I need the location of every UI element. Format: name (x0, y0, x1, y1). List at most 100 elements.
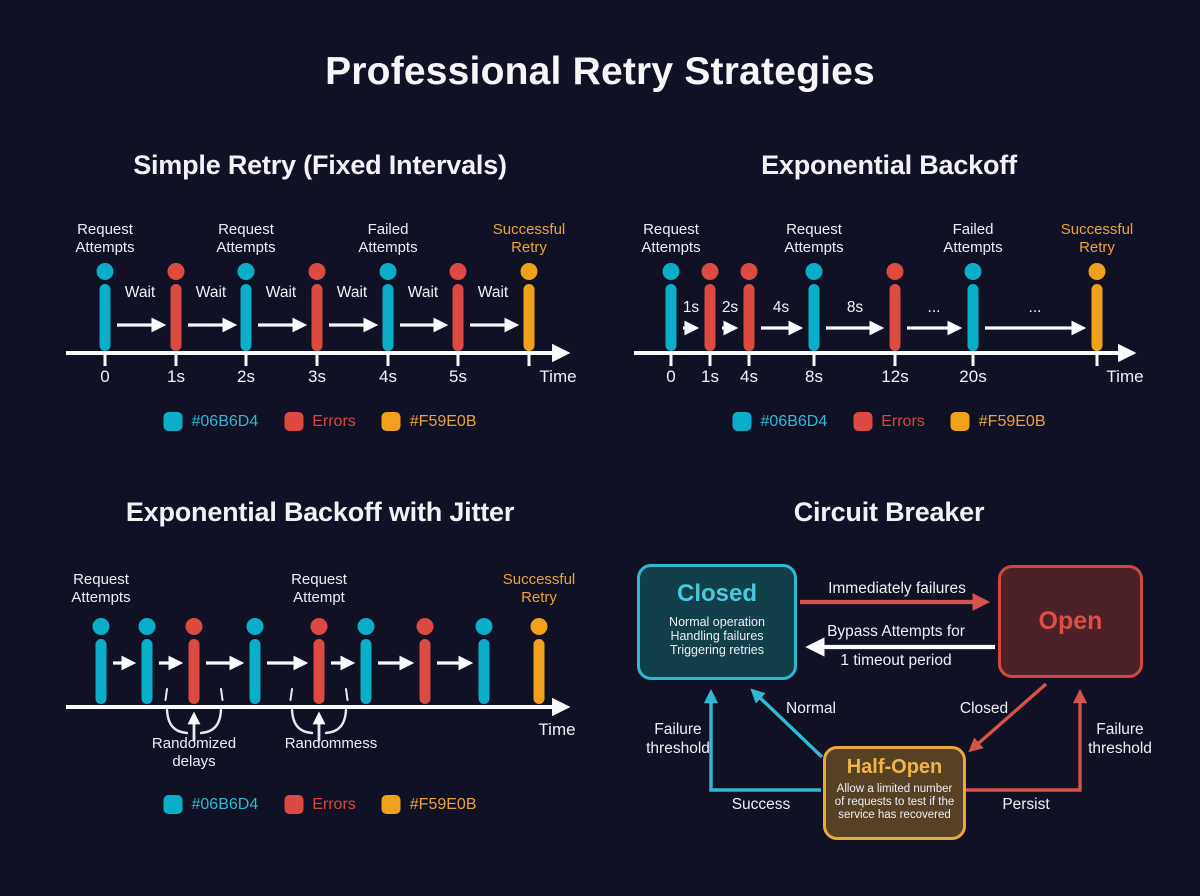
legend-label: #F59E0B (978, 412, 1046, 430)
group-label-line: Request (786, 221, 842, 238)
backoff-axis (634, 343, 1137, 366)
attempt-bar-cyan (237, 263, 255, 351)
failure-threshold-label-left: Failure threshold (646, 721, 710, 758)
wait-label: Wait (336, 284, 368, 301)
attempt-stick (240, 284, 252, 351)
attempt-dot (805, 263, 823, 280)
attempt-bar-cyan (138, 618, 156, 704)
group-label-line: Successful (502, 571, 576, 588)
attempt-bar-red (886, 263, 904, 351)
group-label-successful-retry: Successful Retry (493, 221, 566, 256)
legend-item-retry: #F59E0B (381, 795, 477, 814)
retry-color-swatch (950, 412, 970, 431)
group-label-successful-retry: Successful Retry (1061, 221, 1134, 256)
normal-transition-label: Normal (786, 700, 836, 717)
section-title-circuit-breaker: Circuit Breaker (793, 497, 985, 527)
legend-label: #06B6D4 (191, 412, 259, 430)
attempt-dot (740, 263, 758, 280)
open-state-title: Open (1038, 607, 1103, 635)
attempt-bar-cyan (379, 263, 397, 351)
group-label: Request Attempt (291, 571, 347, 606)
attempt-stick (533, 639, 545, 704)
legend-item-errors: Errors (853, 412, 925, 431)
attempt-dot (416, 618, 434, 635)
wait-label: ... (1028, 299, 1042, 316)
attempt-dot (530, 618, 548, 635)
attempt-dot (357, 618, 375, 635)
attempt-bar-cyan (662, 263, 680, 351)
attempts-color-swatch (732, 412, 752, 431)
legend-item-retry: #F59E0B (950, 412, 1046, 431)
attempt-stick (170, 284, 182, 351)
attempt-dot (138, 618, 156, 635)
group-label-line: Attempts (216, 238, 276, 256)
attempt-bar-cyan (92, 618, 110, 704)
wait-label: 1s (682, 299, 700, 316)
attempt-dot (96, 263, 114, 280)
tick-label: 1s (701, 367, 719, 386)
closed-state-title: Closed (676, 580, 757, 607)
tick-label: 20s (959, 367, 987, 386)
errors-color-swatch (284, 795, 304, 814)
tick-label: 0 (666, 367, 676, 386)
immediately-failures-label: Immediately failures (828, 580, 966, 597)
attempt-dot (185, 618, 203, 635)
attempt-stick (967, 284, 979, 351)
attempt-bar-cyan (246, 618, 264, 704)
group-label-line: Attempts (75, 238, 135, 256)
errors-color-swatch (284, 412, 304, 431)
tick-label: 4s (740, 367, 758, 386)
closed-state-line: Triggering retries (669, 643, 764, 657)
tick-label: 1s (167, 367, 185, 386)
group-label-line: Request (291, 571, 347, 588)
randomized-delays-annotation: Randomized delays (152, 735, 236, 771)
group-label: Failed Attempts (358, 221, 417, 256)
group-label-line: Request (218, 221, 274, 238)
attempt-dot (662, 263, 680, 280)
wait-label: ... (927, 299, 941, 316)
wait-label: Wait (195, 284, 227, 301)
attempt-bar-red (701, 263, 719, 351)
group-label: Request Attempts (641, 221, 700, 256)
retry-color-swatch (381, 795, 401, 814)
tick-label: 12s (881, 367, 909, 386)
legend-item-errors: Errors (284, 795, 356, 814)
attempt-bar-cyan (96, 263, 114, 351)
tick-label: 4s (379, 367, 397, 386)
legend-item-retry: #F59E0B (381, 412, 477, 431)
time-axis-label: Time (1106, 367, 1144, 386)
attempt-stick (382, 284, 394, 351)
legend-simple-retry: #06B6D4 Errors #F59E0B (163, 412, 477, 431)
attempt-bar-orange (530, 618, 548, 704)
attempt-bar-cyan (357, 618, 375, 704)
group-label-line: Failed (367, 221, 409, 238)
wait-label: Wait (477, 284, 509, 301)
attempt-stick (808, 284, 820, 351)
legend-backoff: #06B6D4 Errors #F59E0B (732, 412, 1046, 431)
attempt-dot (379, 263, 397, 280)
attempt-bar-red (185, 618, 203, 704)
attempt-stick (360, 639, 372, 704)
attempt-bar-orange (1088, 263, 1106, 351)
attempt-dot (964, 263, 982, 280)
attempt-bar-red (167, 263, 185, 351)
attempt-dot (701, 263, 719, 280)
attempt-stick (188, 639, 200, 704)
section-title-jitter: Exponential Backoff with Jitter (125, 497, 515, 527)
time-axis-label: Time (538, 720, 576, 739)
time-axis-label: Time (539, 367, 577, 386)
attempt-bar-cyan (805, 263, 823, 351)
failure-threshold-label-right: Failure threshold (1088, 721, 1152, 758)
group-label-line: Attempts (358, 238, 418, 256)
attempt-dot (308, 263, 326, 280)
attempt-bar-red (740, 263, 758, 351)
half-open-state-line: service has recovered (838, 809, 951, 821)
group-label-line: Retry (511, 238, 547, 256)
wait-label: 4s (772, 299, 790, 316)
group-label-line: Request (77, 221, 133, 238)
attempt-stick (311, 284, 323, 351)
legend-label: Errors (312, 795, 356, 813)
attempt-dot (1088, 263, 1106, 280)
